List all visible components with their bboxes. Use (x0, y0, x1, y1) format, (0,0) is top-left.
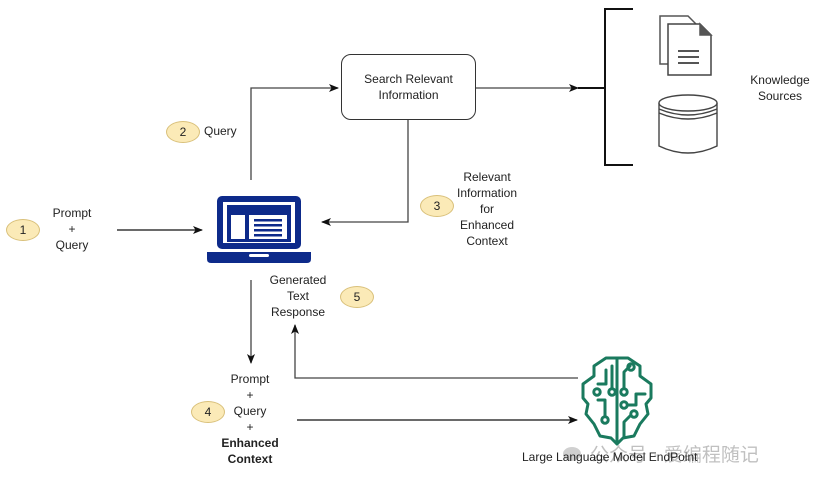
brain-circuit-icon (581, 356, 653, 446)
knowledge-sources-label: Knowledge Sources (750, 73, 810, 103)
step-5-label: Generated Text Response (269, 273, 327, 319)
step-2-label: Query (204, 124, 237, 138)
knowledge-bracket (604, 8, 633, 166)
laptop-icon (207, 196, 311, 263)
arrow-context-to-client (321, 120, 409, 226)
step-badge-1: 1 (6, 219, 40, 241)
search-relevant-information-box: Search Relevant Information (341, 54, 476, 120)
watermark: 公众号 · 爱编程随记 (590, 445, 759, 466)
step-badge-2: 2 (166, 121, 200, 143)
step-badge-5: 5 (340, 286, 374, 308)
wechat-icon (563, 447, 581, 461)
step-3-label: Relevant Information for Enhanced Contex… (456, 170, 518, 248)
step-badge-4: 4 (191, 401, 225, 423)
step-4-label: Prompt + Query + Enhanced Context (221, 372, 279, 466)
search-box-line-1: Search Relevant (364, 72, 453, 86)
arrow-llm-to-response (291, 324, 578, 379)
documents-icon (659, 15, 713, 76)
database-icon (658, 94, 718, 154)
arrow-query-to-search (250, 84, 339, 180)
step-1-label: Prompt + Query (52, 206, 92, 252)
step-badge-3: 3 (420, 195, 454, 217)
llm-endpoint-label: Large Language Model EndPoint (522, 450, 698, 464)
search-box-line-2: Information (378, 88, 439, 102)
